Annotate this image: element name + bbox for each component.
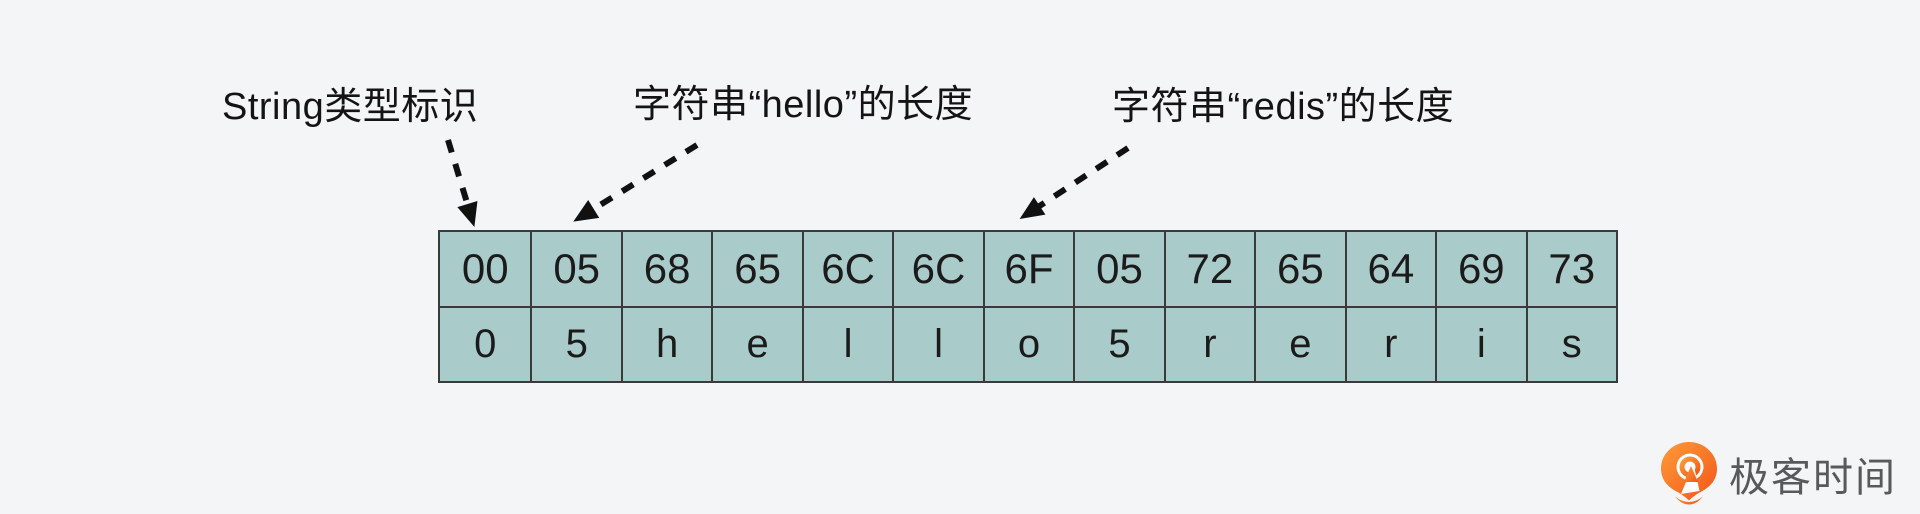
annotation-redis-length-label: 字符串“redis”的长度 <box>1112 86 1455 128</box>
hex-byte-cell: 64 <box>1344 232 1436 306</box>
char-cell: l <box>892 307 983 381</box>
hex-byte-cell: 65 <box>1254 232 1345 306</box>
char-cell: s <box>1525 307 1616 381</box>
char-cell: h <box>620 307 712 381</box>
char-cell: 0 <box>440 307 531 381</box>
char-cell: o <box>982 307 1074 381</box>
hex-byte-cell: 65 <box>711 232 802 306</box>
dashed-arrow-redis-length <box>1019 145 1130 220</box>
hex-byte-cell: 6F <box>982 232 1074 306</box>
hex-byte-cell: 69 <box>1435 232 1526 306</box>
char-cell: e <box>711 307 802 381</box>
hex-byte-cell: 05 <box>1073 232 1164 306</box>
char-cell: 5 <box>1073 307 1164 381</box>
char-cell: e <box>1254 307 1345 381</box>
hex-byte-cell: 05 <box>530 232 621 306</box>
annotation-hello-length-label: 字符串“hello”的长度 <box>633 84 974 126</box>
geektime-pin-icon <box>1661 442 1717 505</box>
geektime-logo: 极客时间 <box>1660 441 1897 507</box>
hex-byte-cell: 68 <box>620 232 712 306</box>
logo-text: 极客时间 <box>1729 456 1897 500</box>
annotation-string-type-label: String类型标识 <box>222 86 479 128</box>
char-cell: 5 <box>530 307 621 381</box>
char-cell: i <box>1435 307 1526 381</box>
dashed-arrow-string-type <box>445 139 478 228</box>
hex-byte-cell: 6C <box>801 232 893 306</box>
dashed-arrow-hello-length <box>573 142 699 222</box>
char-cell: r <box>1344 307 1436 381</box>
hex-byte-cell: 72 <box>1163 232 1255 306</box>
hex-byte-cell: 73 <box>1525 232 1616 306</box>
hex-byte-cell: 00 <box>440 232 531 306</box>
hex-byte-cell: 6C <box>892 232 983 306</box>
char-cell: l <box>801 307 893 381</box>
char-cell: r <box>1163 307 1255 381</box>
